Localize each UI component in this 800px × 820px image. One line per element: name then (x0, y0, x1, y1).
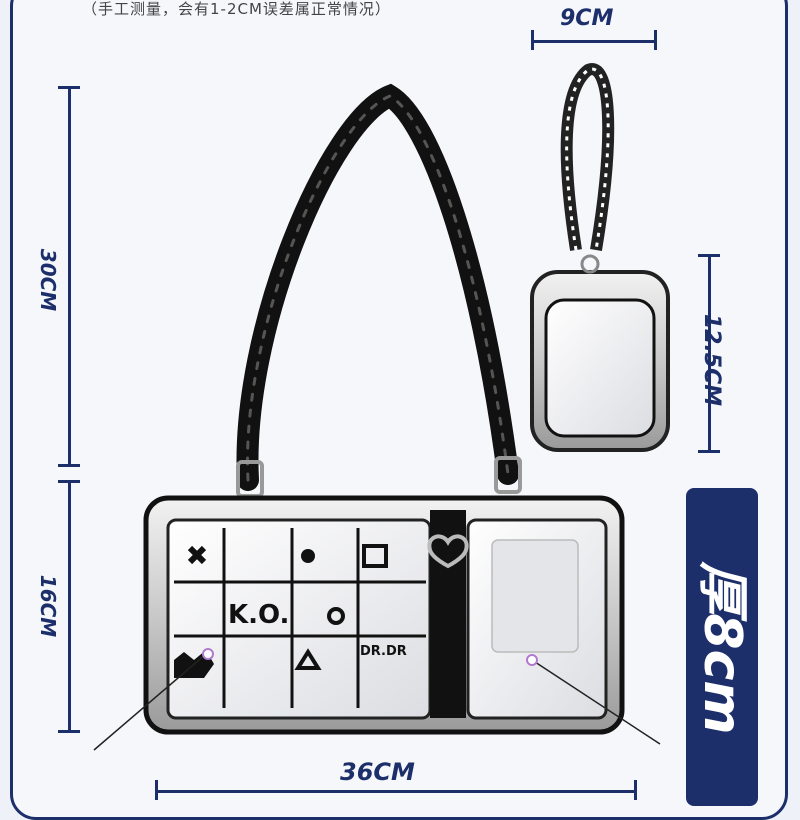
bag-width-line (156, 790, 636, 793)
triangle-icon (294, 648, 322, 670)
heart-charm (427, 534, 469, 569)
bag-width-cap-left (155, 780, 158, 800)
grid-print (174, 528, 426, 708)
body-height-cap-top (58, 480, 80, 483)
callout-line-right (531, 659, 661, 745)
pouch-width-line (532, 40, 656, 43)
pouch-ring (580, 254, 600, 274)
strap-height-cap-bottom (58, 464, 80, 467)
bag-strap (236, 83, 519, 491)
callout-dot-right (526, 654, 538, 666)
strap-buckle-right (494, 456, 522, 494)
pouch-height-cap-top (698, 254, 720, 257)
callout-line-left (93, 653, 207, 751)
pouch-width-cap-left (531, 30, 534, 50)
callout-dot-left (202, 648, 214, 660)
bag-width-cap-right (634, 780, 637, 800)
pouch (530, 63, 670, 452)
bag-width-label: 36CM (340, 758, 415, 786)
pouch-width-cap-right (654, 30, 657, 50)
strap-height-cap-top (58, 86, 80, 89)
ko-text: K.O. (228, 600, 290, 630)
measurement-note: （手工测量，会有1-2CM误差属正常情况） (82, 0, 391, 18)
strap-height-line (68, 88, 71, 466)
pouch-strap (560, 63, 615, 251)
thickness-badge (686, 488, 758, 806)
product-illustration (93, 63, 670, 751)
square-icon (362, 544, 388, 568)
pouch-insert (491, 539, 579, 653)
brand-text: DR.DR (360, 644, 407, 659)
pouch-height-cap-bottom (698, 450, 720, 453)
ring-icon (327, 607, 345, 625)
body-height-cap-bottom (58, 730, 80, 733)
pouch-height-line (708, 256, 711, 452)
pouch-width-label: 9CM (560, 6, 614, 31)
plus-icon (187, 545, 207, 565)
bag-window-left (166, 518, 432, 720)
pouch-window (544, 298, 656, 438)
paw-icon (301, 549, 315, 563)
body-height-line (68, 482, 71, 732)
